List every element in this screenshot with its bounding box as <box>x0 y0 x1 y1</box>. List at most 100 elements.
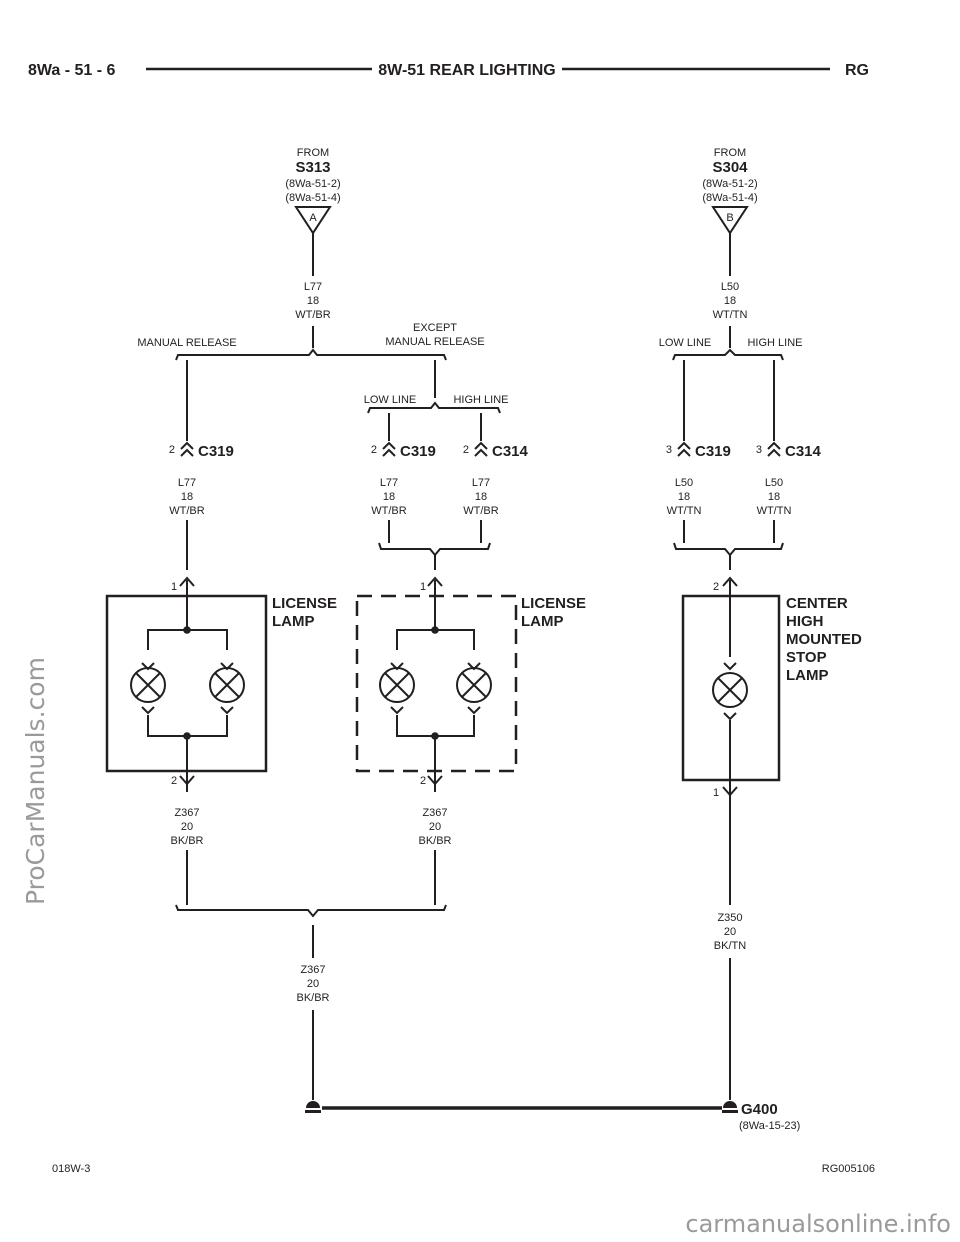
lamp2-pin-top <box>427 576 443 587</box>
wire-label: WT/TN <box>757 505 792 517</box>
connector-c314-high <box>474 441 488 457</box>
lamp-pin: 1 <box>171 581 177 593</box>
lamp-pin: 2 <box>171 775 177 787</box>
connector-name: C319 <box>695 443 731 460</box>
lamp-pin: 2 <box>420 775 426 787</box>
wire-label: 18 <box>181 491 193 503</box>
connector-name: C314 <box>785 443 822 460</box>
wire-label: 20 <box>181 821 193 833</box>
wire-label: L77 <box>380 477 398 489</box>
source-a-ref2: (8Wa-51-4) <box>285 192 340 204</box>
lamp-pin: 2 <box>713 581 719 593</box>
except-label-2: MANUAL RELEASE <box>385 336 484 348</box>
wire-label: BK/BR <box>418 835 451 847</box>
lamp-label: MOUNTED <box>786 631 862 648</box>
wire-label: Z350 <box>717 912 742 924</box>
wire-label: 20 <box>307 978 319 990</box>
wire-label: WT/BR <box>463 505 498 517</box>
lamp1-pin-top <box>179 576 195 587</box>
branch-bracket-line-right <box>672 348 784 361</box>
bottom-watermark: carmanualsonline.info <box>685 1210 951 1238</box>
lamp-label: HIGH <box>786 613 824 630</box>
lamp-label: CENTER <box>786 595 848 612</box>
wire-label: WT/BR <box>169 505 204 517</box>
connector-name: C319 <box>400 443 436 460</box>
wire-label: WT/TN <box>667 505 702 517</box>
footer-right: RG005106 <box>822 1163 875 1175</box>
wire-label: L50 <box>721 281 739 293</box>
wire-label: L50 <box>675 477 693 489</box>
source-b-ref2: (8Wa-51-4) <box>702 192 757 204</box>
footer-left: 018W-3 <box>52 1163 90 1175</box>
wire-label: WT/BR <box>371 505 406 517</box>
lamp-label: STOP <box>786 649 827 666</box>
lamp-label: LAMP <box>786 667 829 684</box>
page-title: 8W-51 REAR LIGHTING <box>378 62 555 79</box>
bulb-icon <box>456 667 492 703</box>
wire-label: Z367 <box>174 807 199 819</box>
low-line-label: LOW LINE <box>659 337 712 349</box>
side-watermark: ProCarManuals.com <box>21 657 50 905</box>
low-line-label: LOW LINE <box>364 394 417 406</box>
connector-pin: 2 <box>169 444 175 456</box>
lamp1-pin-bottom <box>179 775 195 786</box>
source-b-splice: S304 <box>712 159 748 176</box>
splice-b-triangle <box>711 206 749 235</box>
lamp-label: LICENSE <box>272 595 337 612</box>
lamp-label: LICENSE <box>521 595 586 612</box>
wire-label: 20 <box>429 821 441 833</box>
wire-label: WT/TN <box>713 309 748 321</box>
merge-bracket-right <box>673 542 784 557</box>
connector-pin: 2 <box>463 444 469 456</box>
source-a-ref1: (8Wa-51-2) <box>285 178 340 190</box>
ground-icon <box>306 1101 320 1108</box>
merge-bracket-ground <box>175 904 447 918</box>
connector-pin: 2 <box>371 444 377 456</box>
wire-label: Z367 <box>422 807 447 819</box>
bulb-icon <box>379 667 415 703</box>
wire-label: BK/TN <box>714 940 746 952</box>
wire-label: L77 <box>304 281 322 293</box>
bulb-icon <box>130 667 166 703</box>
lamp-pin: 1 <box>420 581 426 593</box>
splice-a-triangle <box>294 206 332 235</box>
header-left: 8Wa - 51 - 6 <box>28 62 116 79</box>
connector-c319-low <box>382 441 396 457</box>
source-b-ref1: (8Wa-51-2) <box>702 178 757 190</box>
wire-label: BK/BR <box>296 992 329 1004</box>
ground-icon <box>723 1101 737 1108</box>
connector-c319-b <box>677 441 691 457</box>
connector-name: C314 <box>492 443 529 460</box>
header-right: RG <box>845 62 869 79</box>
wire-label: 20 <box>724 926 736 938</box>
connector-name: C319 <box>198 443 234 460</box>
wire-label: WT/BR <box>295 309 330 321</box>
wire-label: 18 <box>678 491 690 503</box>
lamp-label: LAMP <box>272 613 315 630</box>
wire-label: 18 <box>383 491 395 503</box>
source-a-letter: A <box>309 212 317 224</box>
high-line-label: HIGH LINE <box>747 337 802 349</box>
bulb-icon <box>712 672 748 708</box>
connector-c314-b <box>767 441 781 457</box>
lamp-pin: 1 <box>713 787 719 799</box>
wire-label: 18 <box>768 491 780 503</box>
wire-label: Z367 <box>300 964 325 976</box>
connector-c319-manual <box>180 441 194 457</box>
ground-ref: (8Wa-15-23) <box>739 1120 800 1132</box>
source-a-from: FROM <box>297 147 329 159</box>
merge-bracket-left <box>378 542 491 557</box>
wire-label: 18 <box>724 295 736 307</box>
connector-pin: 3 <box>666 444 672 456</box>
high-line-label: HIGH LINE <box>453 394 508 406</box>
source-b-letter: B <box>726 212 733 224</box>
wire-label: BK/BR <box>170 835 203 847</box>
source-a-splice: S313 <box>295 159 330 176</box>
wire-label: L50 <box>765 477 783 489</box>
bulb-icon <box>209 667 245 703</box>
license-lamp-2-box <box>355 594 518 773</box>
wire-label: 18 <box>475 491 487 503</box>
manual-release-label: MANUAL RELEASE <box>137 337 236 349</box>
